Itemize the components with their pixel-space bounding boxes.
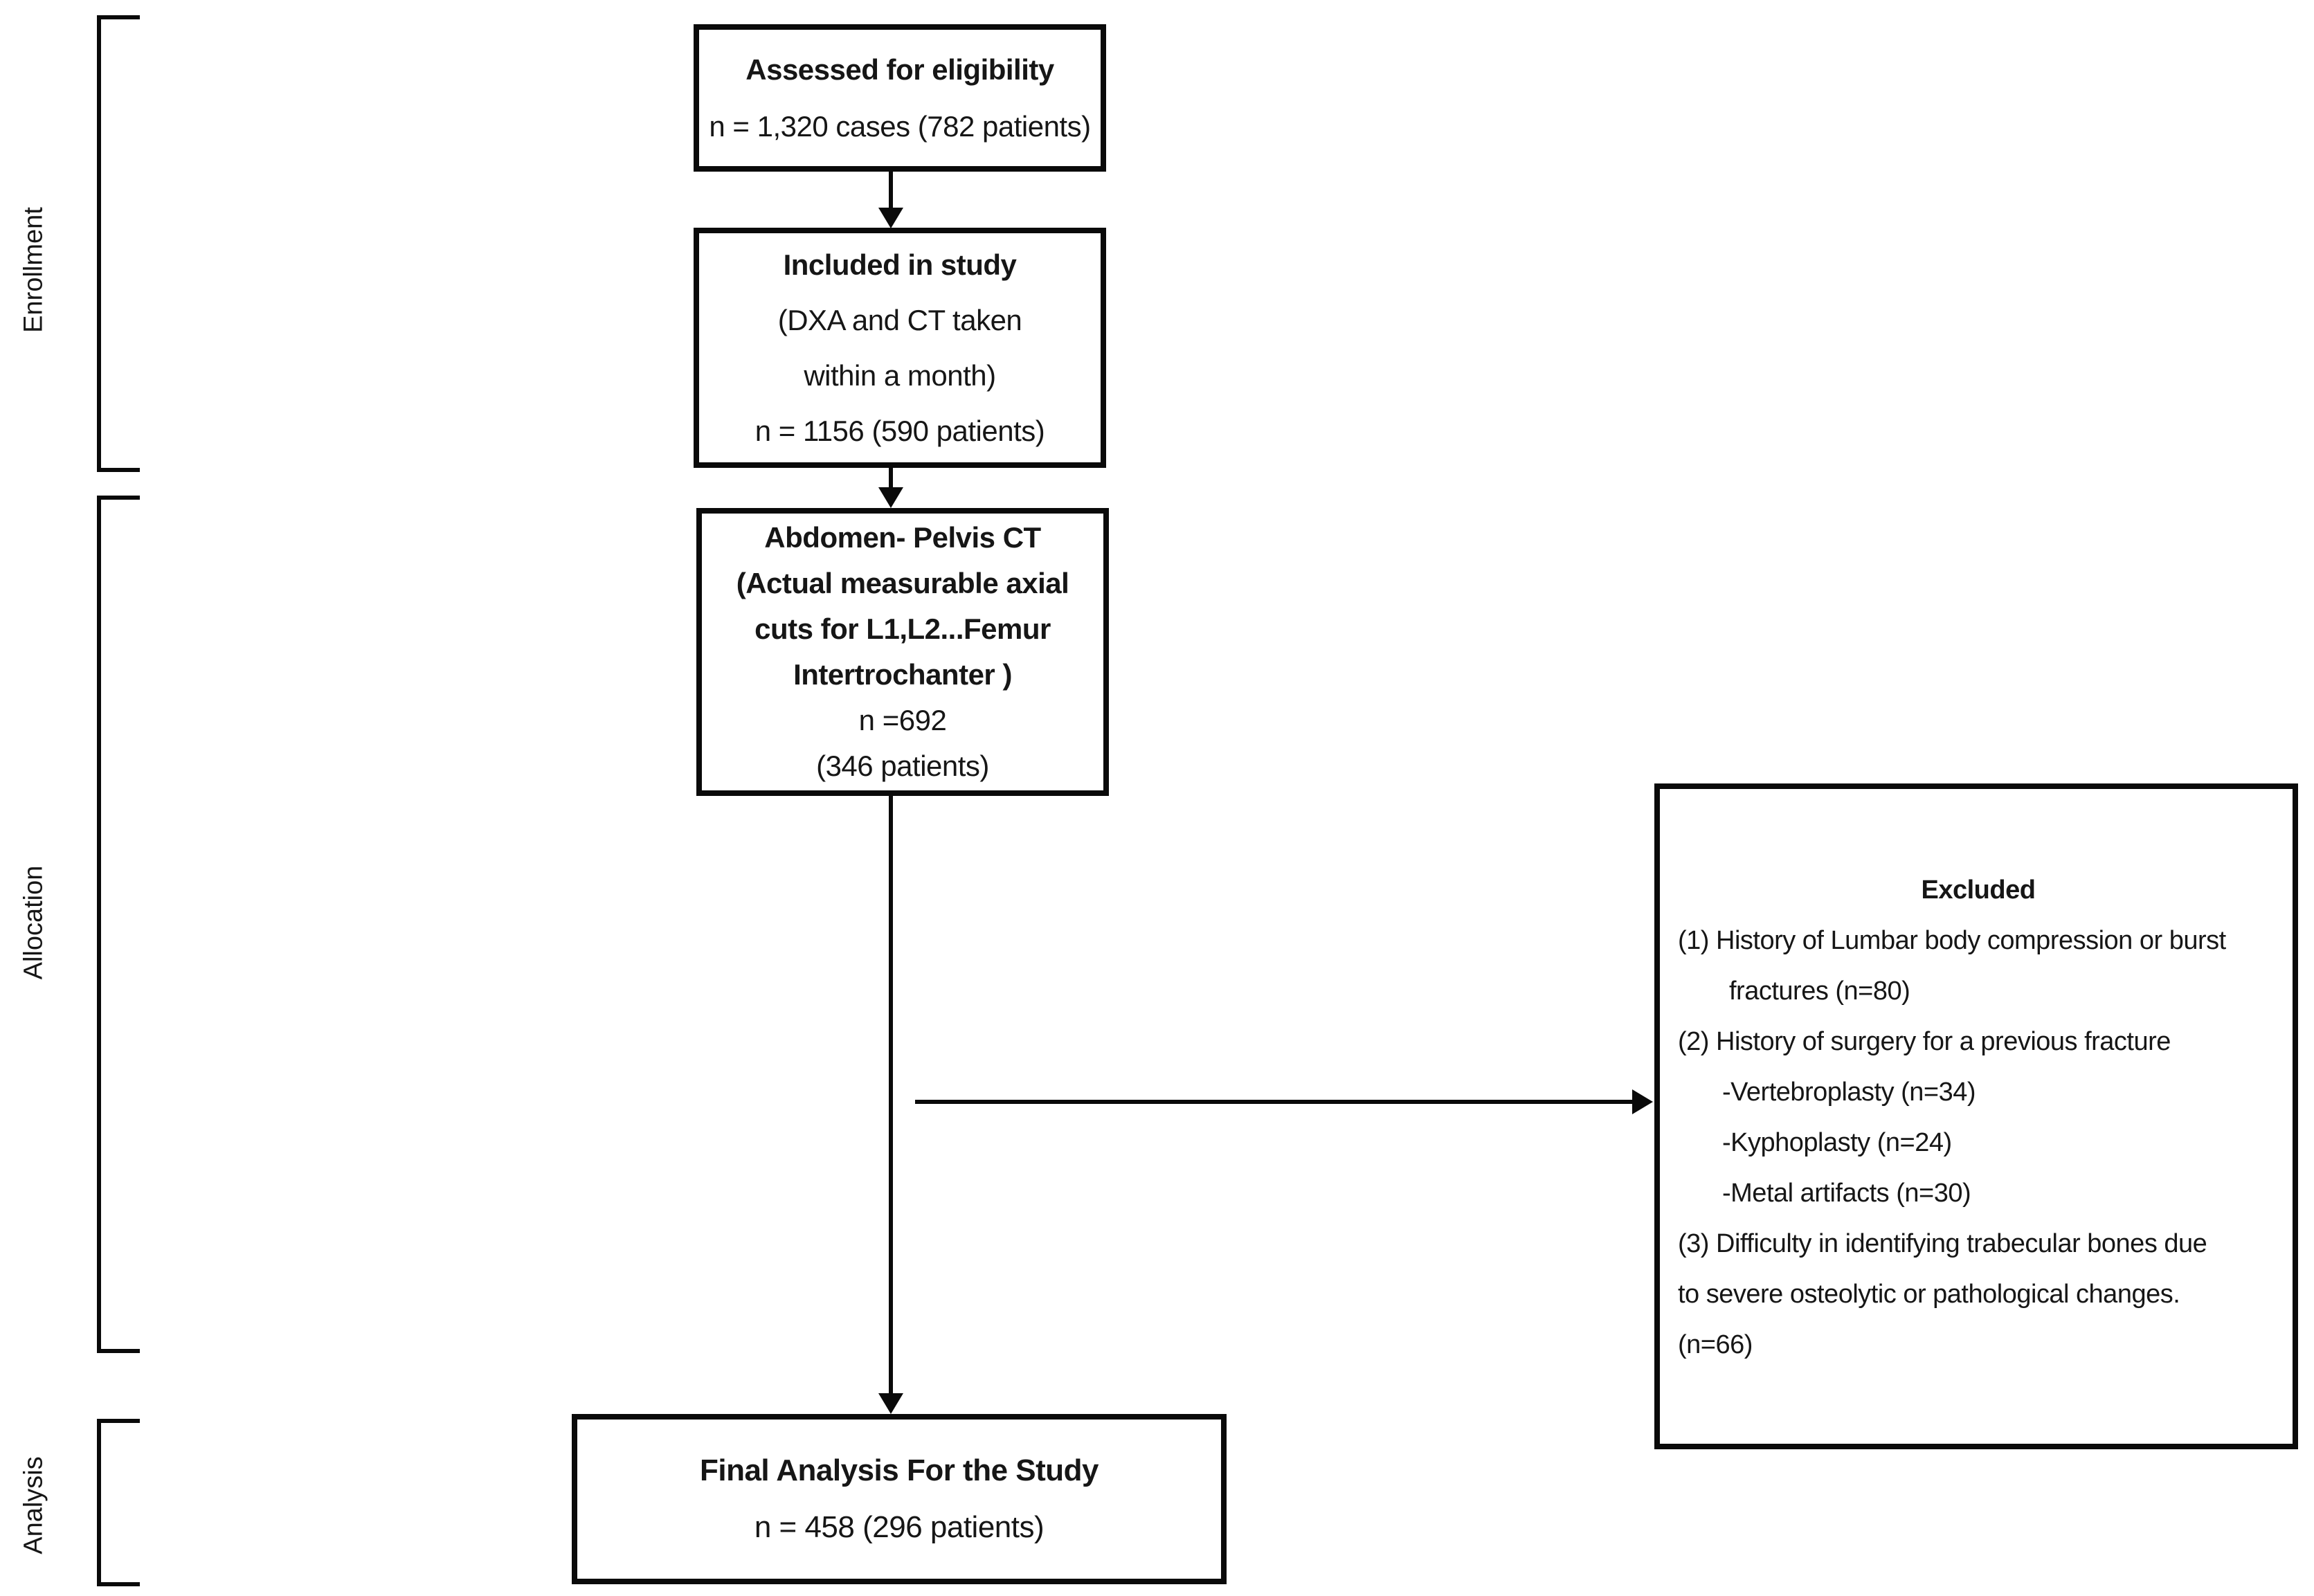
arrow-included-to-ct-head: [878, 487, 903, 508]
box-line: (DXA and CT taken: [777, 303, 1022, 336]
box-count-line: n = 1156 (590 patients): [754, 414, 1045, 447]
stage-label-allocation: Allocation: [19, 865, 48, 980]
box-count-line: n = 458 (296 patients): [754, 1510, 1045, 1544]
box-title-line: Intertrochanter ): [793, 658, 1012, 691]
box-title: Assessed for eligibility: [745, 53, 1054, 86]
stage-label-enrollment: Enrollment: [19, 207, 48, 333]
excluded-reason: (1) History of Lumbar body compression o…: [1678, 926, 2226, 955]
flow-box-abdomen-pelvis-ct: Abdomen- Pelvis CT (Actual measurable ax…: [696, 508, 1109, 796]
box-title: Final Analysis For the Study: [699, 1453, 1099, 1487]
box-line: within a month): [804, 359, 996, 392]
excluded-reason: -Vertebroplasty (n=34): [1722, 1078, 1976, 1107]
flow-box-assessed-for-eligibility: Assessed for eligibility n = 1,320 cases…: [694, 24, 1106, 172]
arrow-included-to-ct-line: [889, 467, 893, 489]
excluded-reason: (n=66): [1678, 1330, 1753, 1359]
flow-box-final-analysis: Final Analysis For the Study n = 458 (29…: [572, 1414, 1227, 1584]
arrow-ct-to-final-line: [889, 795, 893, 1395]
box-count-line: (346 patients): [816, 750, 989, 782]
excluded-reason: -Kyphoplasty (n=24): [1722, 1128, 1952, 1157]
enrollment-bracket: [97, 15, 140, 472]
analysis-bracket: [97, 1419, 140, 1586]
box-title: Excluded: [1921, 876, 2036, 905]
excluded-reason: -Metal artifacts (n=30): [1722, 1179, 1971, 1208]
allocation-bracket: [97, 496, 140, 1353]
box-title-line: cuts for L1,L2...Femur: [754, 613, 1051, 645]
box-count-line: n = 1,320 cases (782 patients): [709, 109, 1091, 143]
box-title-line: (Actual measurable axial: [736, 567, 1069, 599]
arrow-to-excluded-head: [1632, 1089, 1653, 1114]
arrow-ct-to-final-head: [878, 1393, 903, 1414]
excluded-reason: fractures (n=80): [1729, 977, 1910, 1006]
arrow-assessed-to-included-line: [889, 171, 893, 210]
excluded-reason: to severe osteolytic or pathological cha…: [1678, 1280, 2180, 1309]
box-count-line: n =692: [858, 704, 947, 736]
arrow-to-excluded-line: [915, 1100, 1634, 1104]
box-title: Included in study: [783, 248, 1017, 281]
stage-label-analysis: Analysis: [19, 1456, 48, 1554]
flow-box-excluded: Excluded (1) History of Lumbar body comp…: [1654, 783, 2298, 1449]
flow-box-included-in-study: Included in study (DXA and CT taken with…: [694, 228, 1106, 468]
arrow-assessed-to-included-head: [878, 208, 903, 228]
excluded-reason: (2) History of surgery for a previous fr…: [1678, 1027, 2171, 1056]
box-title: Abdomen- Pelvis CT: [764, 521, 1041, 554]
excluded-reason: (3) Difficulty in identifying trabecular…: [1678, 1229, 2207, 1258]
